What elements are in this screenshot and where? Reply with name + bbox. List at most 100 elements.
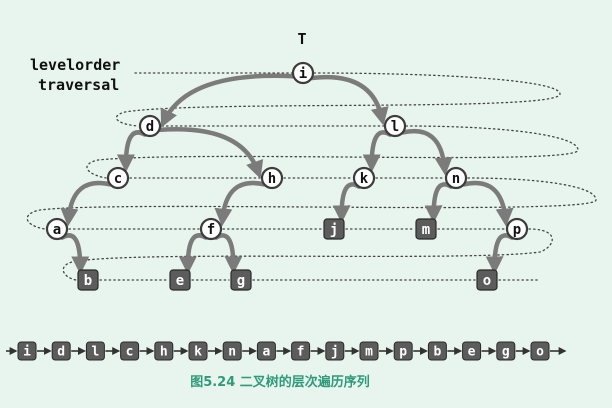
node-l-circle bbox=[383, 114, 407, 138]
node-f-circle bbox=[199, 217, 223, 241]
seq-item-a: a bbox=[256, 341, 276, 361]
tree-edges bbox=[59, 73, 515, 275]
node-h: h bbox=[260, 166, 284, 190]
edge-h-f bbox=[214, 180, 267, 227]
seq-label-d: d bbox=[57, 345, 65, 360]
node-c: c bbox=[106, 166, 130, 190]
edge-n-p bbox=[461, 180, 514, 227]
seq-label-i: i bbox=[23, 345, 31, 360]
seq-item-d: d bbox=[51, 341, 71, 361]
seq-box-a bbox=[256, 341, 276, 361]
seq-item-i: i bbox=[17, 341, 37, 361]
seq-box-l bbox=[85, 341, 105, 361]
node-j-box bbox=[323, 218, 345, 240]
edge-d-h bbox=[156, 127, 264, 179]
node-e-box bbox=[169, 269, 191, 291]
node-l-label: l bbox=[391, 119, 399, 135]
seq-label-g: g bbox=[502, 345, 510, 360]
seq-label-a: a bbox=[262, 345, 270, 360]
side-label-line2: traversal bbox=[38, 76, 119, 94]
seq-box-p bbox=[393, 341, 413, 361]
seq-box-b bbox=[427, 341, 447, 361]
edge-l-k bbox=[362, 130, 393, 173]
seq-label-j: j bbox=[331, 345, 339, 360]
node-f-label: f bbox=[207, 222, 215, 238]
node-p-label: p bbox=[513, 222, 521, 238]
node-m-box bbox=[415, 218, 437, 240]
node-p: p bbox=[505, 217, 529, 241]
edge-d-c bbox=[116, 130, 148, 173]
node-m-label: m bbox=[422, 222, 430, 238]
edge-f-e bbox=[178, 233, 209, 275]
traversal-dotted-path bbox=[26, 72, 597, 281]
tree-nodes: i d l c h k n a f j m p b e g o bbox=[45, 61, 529, 291]
node-i: i bbox=[291, 61, 315, 85]
node-c-circle bbox=[106, 166, 130, 190]
seq-label-m: m bbox=[365, 345, 373, 360]
node-e: e bbox=[169, 269, 191, 291]
node-o: o bbox=[476, 269, 498, 291]
node-p-circle bbox=[505, 217, 529, 241]
edge-k-j bbox=[332, 182, 362, 224]
figure-caption: 图5.24 二叉树的层次遍历序列 bbox=[190, 374, 370, 390]
node-b-label: b bbox=[84, 273, 92, 289]
node-n-label: n bbox=[452, 171, 460, 187]
seq-box-m bbox=[359, 341, 379, 361]
node-g: g bbox=[230, 269, 252, 291]
seq-item-p: p bbox=[393, 341, 413, 361]
edge-c-a bbox=[60, 180, 113, 227]
node-c-label: c bbox=[114, 171, 122, 187]
seq-box-o bbox=[530, 341, 550, 361]
node-g-box bbox=[230, 269, 252, 291]
node-b: b bbox=[77, 269, 99, 291]
seq-box-k bbox=[188, 341, 208, 361]
node-d: d bbox=[138, 114, 162, 138]
edge-n-m bbox=[424, 182, 454, 224]
node-h-circle bbox=[260, 166, 284, 190]
seq-label-b: b bbox=[433, 345, 441, 360]
node-o-box bbox=[476, 269, 498, 291]
node-g-label: g bbox=[237, 273, 245, 289]
node-j: j bbox=[323, 218, 345, 240]
node-i-circle bbox=[291, 61, 315, 85]
seq-item-k: k bbox=[188, 341, 208, 361]
seq-label-f: f bbox=[297, 345, 305, 360]
edge-i-l bbox=[309, 74, 389, 126]
seq-label-c: c bbox=[126, 345, 134, 360]
seq-item-e: e bbox=[462, 341, 482, 361]
seq-box-c bbox=[120, 341, 140, 361]
node-d-label: d bbox=[146, 119, 154, 135]
traversal-dot-segment-12 bbox=[62, 228, 553, 281]
seq-item-j: j bbox=[325, 341, 345, 361]
seq-item-f: f bbox=[291, 341, 311, 361]
node-a-label: a bbox=[53, 222, 61, 238]
seq-item-l: l bbox=[85, 341, 105, 361]
seq-box-n bbox=[222, 341, 242, 361]
node-h-label: h bbox=[268, 171, 276, 187]
seq-item-m: m bbox=[359, 341, 379, 361]
node-i-label: i bbox=[299, 66, 307, 82]
node-a-circle bbox=[45, 217, 69, 241]
seq-box-d bbox=[51, 341, 71, 361]
seq-item-h: h bbox=[154, 341, 174, 361]
edge-l-n bbox=[400, 129, 453, 176]
traversal-dot-segment-7 bbox=[26, 177, 597, 230]
node-j-label: j bbox=[330, 222, 338, 238]
seq-box-h bbox=[154, 341, 174, 361]
seq-item-c: c bbox=[120, 341, 140, 361]
seq-box-e bbox=[462, 341, 482, 361]
node-k: k bbox=[352, 166, 376, 190]
node-k-circle bbox=[352, 166, 376, 190]
seq-label-h: h bbox=[160, 345, 168, 360]
node-e-label: e bbox=[176, 273, 184, 289]
node-a: a bbox=[45, 217, 69, 241]
traversal-dot-segment-3 bbox=[86, 125, 579, 179]
edge-f-g bbox=[213, 233, 243, 275]
seq-box-f bbox=[291, 341, 311, 361]
seq-label-k: k bbox=[194, 345, 202, 360]
seq-item-g: g bbox=[496, 341, 516, 361]
seq-label-e: e bbox=[468, 345, 476, 360]
seq-box-i bbox=[17, 341, 37, 361]
